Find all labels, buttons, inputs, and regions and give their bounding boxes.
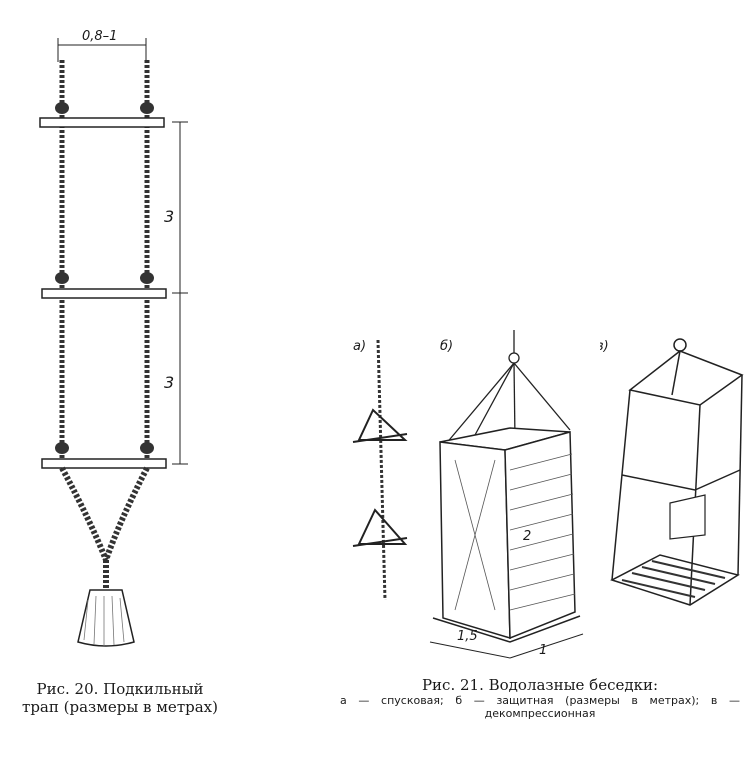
figure-21-legend: а — спусковая; б — защитная (размеры в м… [340,694,740,720]
ladder-rung [41,288,167,299]
width-dimension-label: 1,5 [457,629,478,644]
descent-seat [352,508,408,547]
label-b: б) [440,339,453,354]
label-a: а) [353,339,366,354]
ladder-rung [41,458,167,469]
label-v: в) [600,339,609,354]
keel-ladder-figure: 0,8–1 3 3 [39,29,188,647]
decompression-frame [610,350,744,606]
descent-stage-figure: а) [352,339,408,601]
ladder-rung [39,117,165,128]
span-dimension [172,121,188,465]
figure-20-caption: Рис. 20. Подкиль­ный трап (разме­ры в ме… [22,680,218,716]
span-label-lower: 3 [164,373,174,392]
protective-stage-figure: б) 2 1,5 1 [429,330,584,659]
sinker-weight [77,589,135,647]
span-label-upper: 3 [164,207,174,226]
width-label: 0,8–1 [82,29,117,44]
stage-cage [439,427,576,640]
bridle-ropes [59,466,150,590]
height-dimension-label: 2 [523,529,531,544]
descent-seat [352,408,408,443]
decompression-stage-figure: в) [600,338,744,606]
figure-21-caption-block: Рис. 21. Водолазные беседки: а — спусков… [340,676,740,720]
figure-21-caption: Рис. 21. Водолазные беседки: [421,676,659,694]
depth-dimension-label: 1 [539,643,547,658]
